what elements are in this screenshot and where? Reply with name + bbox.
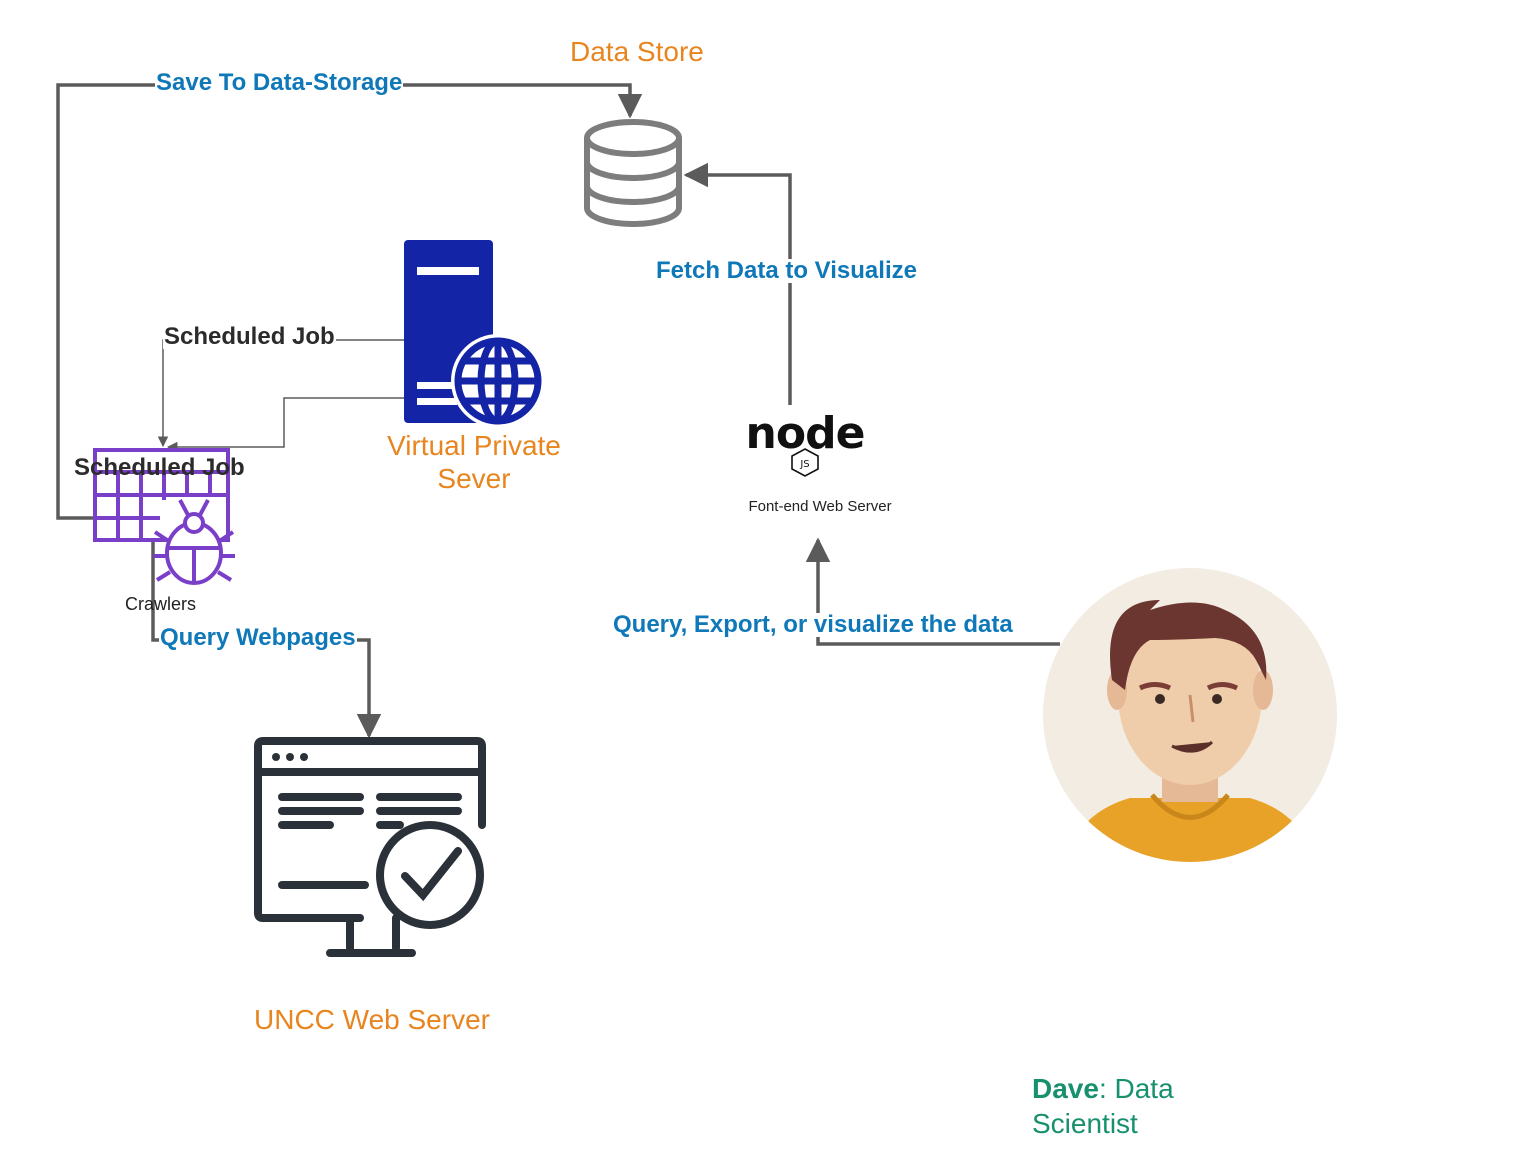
edge-label-fetch: Fetch Data to Visualize <box>655 257 918 284</box>
crawlers-label: Crawlers <box>125 594 197 614</box>
edge-fetch-data <box>683 162 792 405</box>
server-globe-icon <box>404 240 545 428</box>
edge-scheduled-job-lower <box>166 397 405 453</box>
edge-label-save: Save To Data-Storage <box>155 69 404 96</box>
nodejs-logo-badge: JS <box>799 459 809 470</box>
monitor-window-dots <box>272 753 308 761</box>
edge-label-query-webpages: Query Webpages <box>159 624 357 651</box>
database-icon <box>584 119 682 227</box>
node-server-label: Font-end Web Server <box>748 498 892 515</box>
monitor-check-icon <box>254 737 486 957</box>
nodejs-logo-text: node <box>746 408 865 459</box>
edge-query-export <box>805 537 1060 646</box>
user-role-line: : Data <box>1098 1073 1174 1104</box>
edge-save-to-storage <box>56 83 643 520</box>
edge-label-scheduled-top: Scheduled Job <box>163 323 336 350</box>
crawler-bug-icon <box>93 448 235 585</box>
edge-label-scheduled-overlap: Scheduled Job <box>74 454 245 481</box>
vps-label-line2: Sever <box>437 463 511 494</box>
user-role-line2: Scientist <box>1032 1108 1138 1139</box>
data-store-label: Data Store <box>570 36 704 67</box>
vps-label-line1: Virtual Private <box>387 430 561 461</box>
person-avatar-icon <box>1043 568 1337 862</box>
edge-label-query-export: Query, Export, or visualize the data <box>612 611 1014 638</box>
uncc-server-label: UNCC Web Server <box>254 1004 490 1035</box>
nodejs-logo-icon: node JS <box>746 408 865 477</box>
user-name: Dave <box>1032 1073 1099 1104</box>
